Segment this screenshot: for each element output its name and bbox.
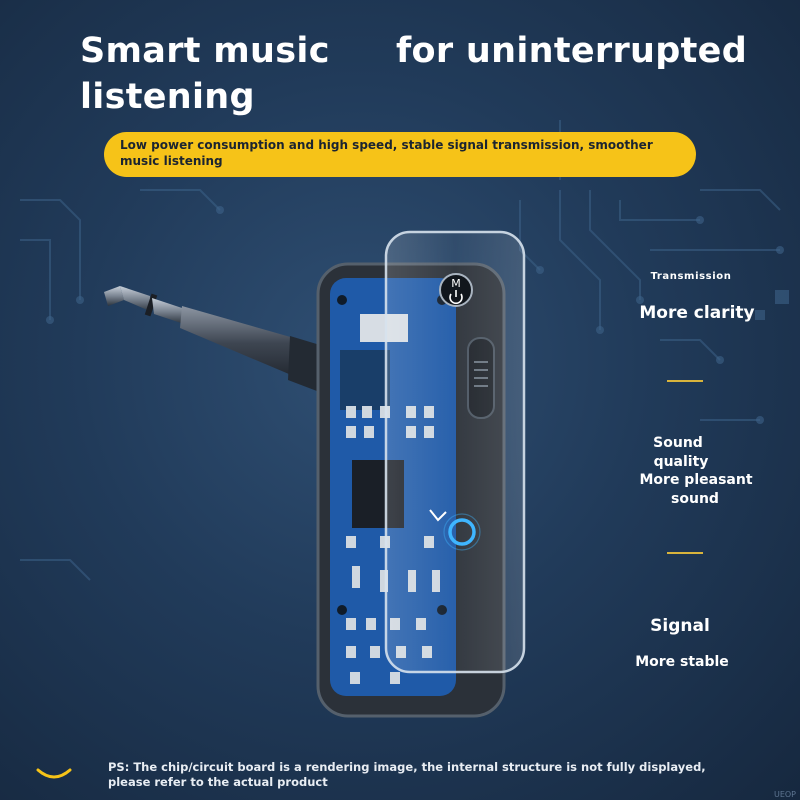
bluetooth-receiver-illustration: M	[104, 230, 526, 718]
clarity-text: More clarity	[639, 303, 755, 323]
sound-quality-line-2: quality	[653, 454, 709, 470]
sound-quality-line-1: Sound	[653, 435, 703, 451]
headline-left: Smart music listening	[80, 31, 330, 117]
audio-plug	[104, 286, 330, 396]
watermark: UEOP	[773, 790, 796, 799]
smile-arc-icon	[36, 768, 72, 779]
stable-text: More stable	[635, 654, 729, 670]
divider-1	[667, 380, 703, 382]
divider-2	[667, 552, 703, 554]
signal-text: Signal	[650, 616, 710, 636]
transmission-label: Transmission	[650, 271, 732, 282]
disclaimer-note: PS: The chip/circuit board is a renderin…	[108, 760, 748, 790]
sound-quality-line-3: More pleasant	[639, 472, 753, 488]
glass-cover	[384, 230, 526, 674]
disclaimer-line-2: please refer to the actual product	[108, 775, 328, 789]
svg-text:M: M	[451, 277, 461, 290]
m-power-button-icon: M	[439, 273, 473, 307]
disclaimer-line-1: PS: The chip/circuit board is a renderin…	[108, 760, 706, 774]
sound-quality-line-4: sound	[671, 491, 719, 507]
led-ring-icon	[443, 513, 481, 551]
feature-banner: Low power consumption and high speed, st…	[104, 132, 696, 177]
headline-right: for uninterrupted	[396, 31, 748, 71]
